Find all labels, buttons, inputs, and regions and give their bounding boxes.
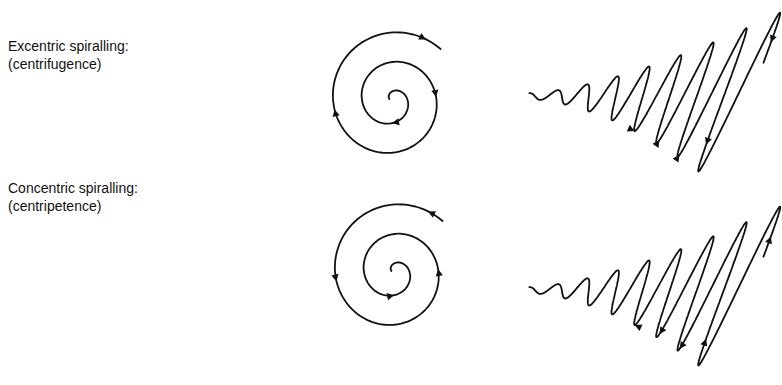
- direction-arrowhead: [333, 109, 340, 117]
- caption-label: Excentric spiralling:: [8, 38, 129, 55]
- flat-spiral: [335, 204, 443, 325]
- direction-arrowhead: [431, 90, 438, 98]
- direction-arrowhead: [659, 326, 666, 334]
- helical-spiral: [529, 207, 780, 366]
- direction-arrowhead: [428, 211, 436, 217]
- caption-label: (centrifugence): [8, 56, 101, 73]
- direction-arrowhead: [635, 325, 643, 332]
- caption-label: Concentric spiralling:: [8, 180, 138, 197]
- flat-spiral: [333, 32, 441, 152]
- direction-arrowhead: [653, 140, 660, 148]
- direction-arrowhead: [673, 155, 680, 163]
- helical-spiral: [529, 13, 780, 172]
- direction-arrowhead: [770, 35, 777, 43]
- direction-arrowhead: [700, 339, 707, 347]
- direction-arrowhead: [627, 125, 635, 132]
- direction-arrowhead: [765, 236, 772, 244]
- direction-arrowhead: [418, 33, 426, 40]
- direction-arrowhead: [331, 274, 338, 282]
- direction-arrowhead: [392, 118, 400, 125]
- direction-arrowhead: [387, 293, 395, 300]
- caption-label: (centripetence): [8, 198, 101, 215]
- direction-arrowhead: [680, 341, 687, 349]
- direction-arrowhead: [705, 137, 712, 145]
- direction-arrowhead: [436, 269, 443, 277]
